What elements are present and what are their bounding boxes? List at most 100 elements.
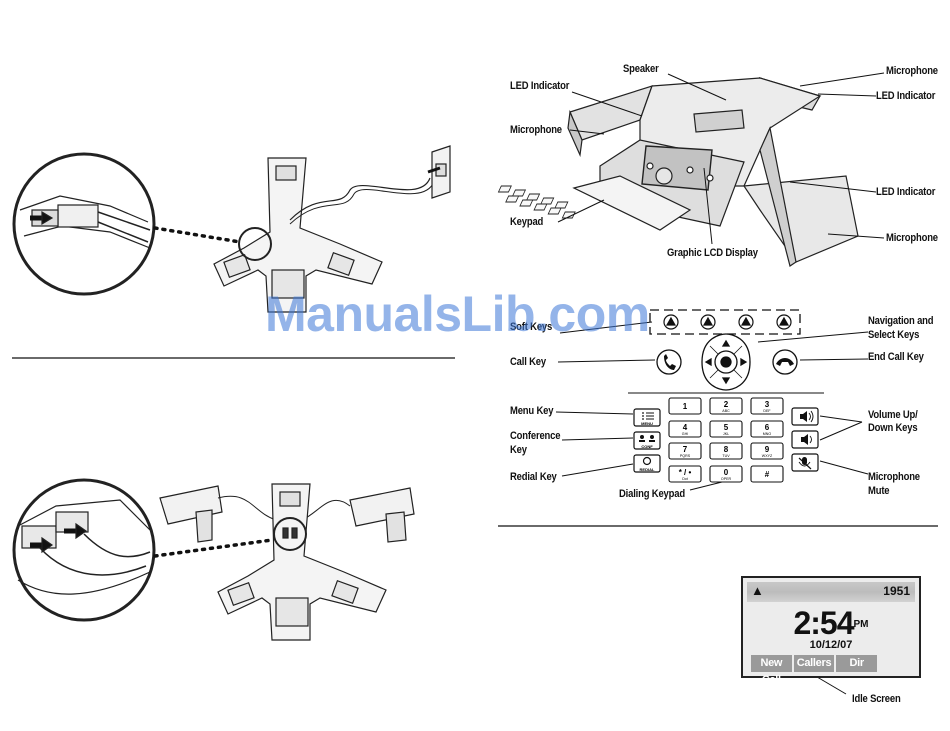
dial-key-frame: [668, 420, 702, 438]
dial-key-frame: [709, 397, 743, 415]
menu-key: MENU: [633, 408, 661, 427]
label-end-call-key: End Call Key: [868, 351, 924, 363]
dial-key-frame: [750, 465, 784, 483]
label-volume-line1: Volume Up/: [868, 409, 918, 421]
label-microphone-bottom-right: Microphone: [886, 232, 938, 244]
watermark: ManualsLib.com: [265, 286, 650, 342]
dial-key-letters: DEF: [763, 409, 771, 413]
dial-key: #: [750, 465, 784, 483]
lcd-time: 2:54PM: [743, 606, 919, 640]
softkey-new-call: New Call: [751, 655, 792, 686]
redial-key-caption: REDIAL: [640, 467, 655, 472]
dial-key-frame: [750, 397, 784, 415]
end-call-key-icon: [772, 349, 798, 375]
dial-key-digit: 9: [765, 445, 770, 454]
dial-key-frame: [750, 442, 784, 460]
microphone-mute-key: [791, 453, 819, 472]
label-call-key: Call Key: [510, 356, 546, 368]
dial-key-digit: 4: [683, 423, 688, 432]
label-redial-key: Redial Key: [510, 471, 557, 483]
idle-screen-lcd: ▲ 1951 2:54PM 10/12/07 New Call Callers …: [741, 576, 921, 686]
label-menu-key: Menu Key: [510, 405, 554, 417]
leader-lines-top: [557, 72, 885, 245]
dial-key-letters: GHI: [682, 432, 688, 436]
menu-key-caption: MENU: [641, 421, 653, 426]
dial-key-digit: 5: [724, 423, 729, 432]
dial-key-digit: #: [765, 470, 770, 479]
conference-phone-perspective: [497, 77, 859, 267]
lcd-status-bar: ▲ 1951: [747, 582, 915, 602]
zoom-leader-top: [153, 226, 242, 244]
softkey-dir: Dir: [836, 655, 878, 672]
leader-lines-keys: [555, 321, 869, 695]
label-soft-keys: Soft Keys: [510, 321, 553, 333]
label-volume-line2: Down Keys: [868, 422, 918, 434]
phone-wall-connection-illustration: [12, 145, 451, 313]
label-microphone-top-right: Microphone: [886, 65, 938, 77]
dial-key-frame: [709, 420, 743, 438]
dial-key-digit: 3: [765, 400, 770, 409]
dial-key-frame: [750, 420, 784, 438]
dial-key-frame: [668, 465, 702, 483]
dial-key-digit: 1: [683, 402, 688, 411]
dial-key-letters: JKL: [723, 432, 729, 436]
volume-up-key: [791, 407, 819, 426]
label-conference-line2: Key: [510, 444, 527, 456]
volume-down-key: [791, 430, 819, 449]
label-led-indicator-top-right: LED Indicator: [876, 90, 936, 102]
label-dialing-keypad: Dialing Keypad: [619, 488, 685, 500]
zoom-leader-bottom: [153, 538, 274, 558]
label-idle-screen: Idle Screen: [852, 693, 901, 705]
call-key-icon: [656, 349, 682, 375]
label-navigation-line1: Navigation and: [868, 315, 934, 327]
dial-key: * / •Dot: [668, 465, 702, 483]
dial-key-digit: 2: [724, 400, 729, 409]
redial-key: REDIAL: [633, 454, 661, 473]
dial-key-digit: * / •: [679, 468, 692, 477]
phone-body-bottom-left: [217, 483, 387, 641]
lcd-extension: 1951: [883, 584, 910, 598]
dial-key-digit: 7: [683, 445, 688, 454]
dial-key-frame: [709, 442, 743, 460]
lcd-ampm: PM: [853, 619, 869, 630]
dial-key-digit: 6: [765, 423, 770, 432]
conference-key: CONF: [633, 431, 661, 450]
dial-key-letters: OPER: [721, 477, 732, 481]
soft-key-buttons: [663, 314, 792, 330]
label-navigation-line2: Select Keys: [868, 329, 920, 341]
label-keypad: Keypad: [510, 216, 544, 228]
lcd-softkeys: New Call Callers Dir: [751, 655, 878, 686]
dial-key-letters: TUV: [722, 454, 730, 458]
dial-key-digit: 0: [724, 468, 729, 477]
dial-key-frame: [709, 465, 743, 483]
label-led-indicator-mid-right: LED Indicator: [876, 186, 936, 198]
lcd-time-value: 2:54: [793, 605, 854, 641]
dial-key-letters: WXYZ: [762, 454, 773, 458]
label-conference-line1: Conference: [510, 430, 561, 442]
dial-key-letters: MNO: [763, 432, 772, 436]
conference-key-caption: CONF: [641, 444, 653, 449]
label-graphic-lcd-display: Graphic LCD Display: [667, 247, 758, 259]
dial-key-frame: [668, 397, 702, 415]
dial-key-digit: 8: [724, 445, 729, 454]
phone-extension-mics-illustration: [12, 478, 415, 641]
label-led-indicator-left: LED Indicator: [510, 80, 570, 92]
label-speaker: Speaker: [623, 63, 659, 75]
phone-icon: ▲: [751, 583, 764, 598]
label-microphone-left: Microphone: [510, 124, 562, 136]
phone-body-top-left: [213, 157, 383, 313]
zoom-circle-bottom: [12, 478, 156, 622]
softkey-callers: Callers: [793, 655, 835, 672]
